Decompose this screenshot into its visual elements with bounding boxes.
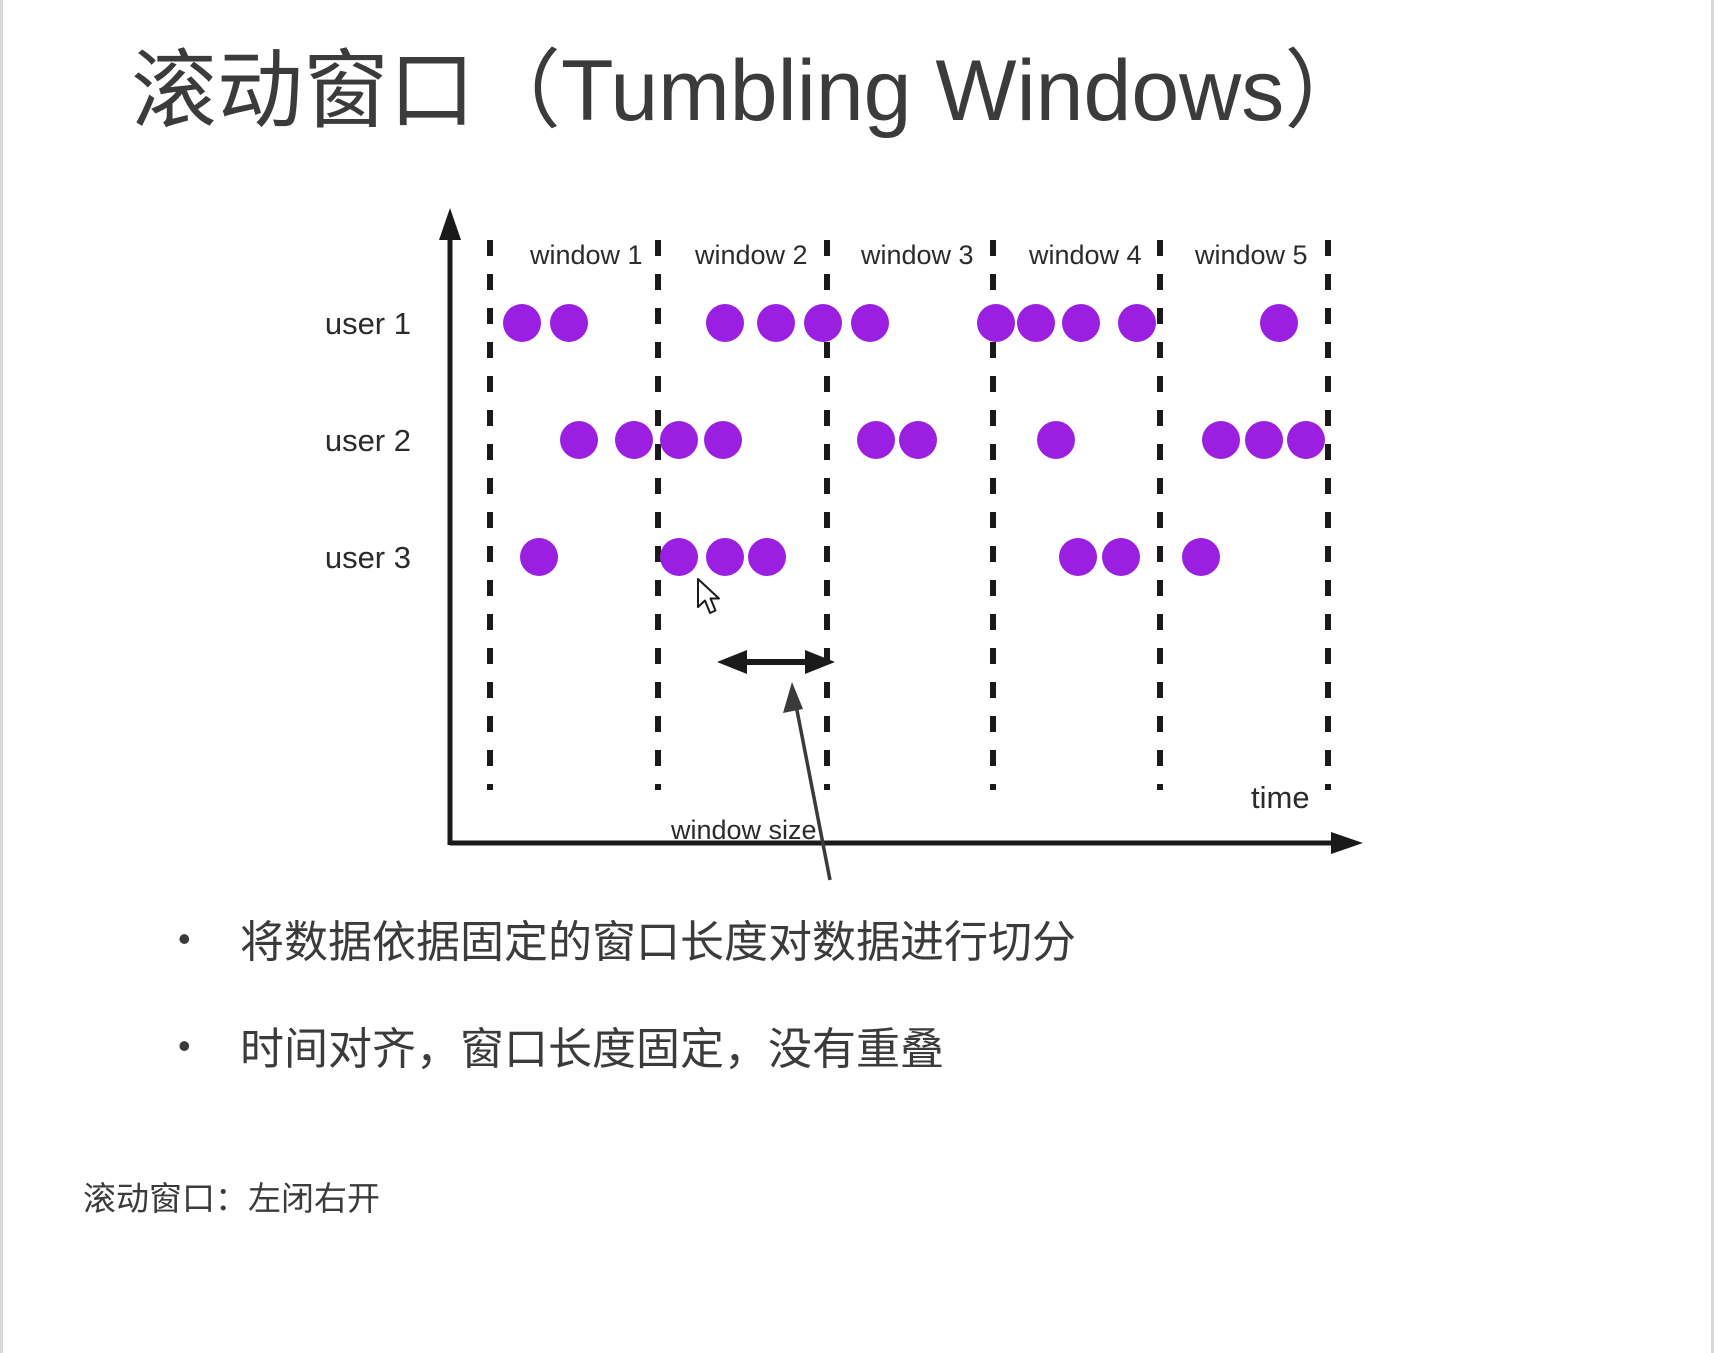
bullet-item: • 将数据依据固定的窗口长度对数据进行切分 xyxy=(178,915,1478,970)
event-dot xyxy=(1182,538,1220,576)
event-dot xyxy=(1118,304,1156,342)
bullet-marker-icon: • xyxy=(178,1025,191,1066)
window-label-4: window 4 xyxy=(1029,240,1142,270)
event-dot xyxy=(1017,304,1055,342)
window-boundaries xyxy=(487,240,1331,790)
y-axis xyxy=(439,208,461,845)
event-dot xyxy=(757,304,795,342)
event-dot xyxy=(550,304,588,342)
event-dot xyxy=(704,421,742,459)
event-dot xyxy=(1062,304,1100,342)
event-dot xyxy=(857,421,895,459)
window-size-label: window size xyxy=(671,815,817,845)
window-label-1: window 1 xyxy=(530,240,643,270)
event-dot xyxy=(520,538,558,576)
event-dot xyxy=(560,421,598,459)
event-dot xyxy=(706,304,744,342)
x-axis xyxy=(450,832,1363,854)
series-label-user-2: user 2 xyxy=(324,423,411,458)
event-dot xyxy=(1245,421,1283,459)
bullet-marker-icon: • xyxy=(178,918,191,959)
event-dot xyxy=(706,538,744,576)
window-label-5: window 5 xyxy=(1195,240,1308,270)
event-dot-layer xyxy=(3,0,1714,960)
event-dot xyxy=(748,538,786,576)
event-dot xyxy=(804,304,842,342)
event-dot xyxy=(1287,421,1325,459)
x-axis-label: time xyxy=(1251,780,1310,815)
window-label-3: window 3 xyxy=(861,240,974,270)
page-title: 滚动窗口（Tumbling Windows） xyxy=(131,43,1371,139)
event-dot xyxy=(1202,421,1240,459)
window-label-2: window 2 xyxy=(695,240,808,270)
bullet-item: • 时间对齐，窗口长度固定，没有重叠 xyxy=(178,1022,1478,1077)
window-size-arrow xyxy=(717,650,835,674)
tumbling-window-diagram: window 1 window 2 window 3 window 4 wind… xyxy=(3,0,1714,960)
event-dot xyxy=(1059,538,1097,576)
window-size-leader-line xyxy=(783,682,832,881)
event-dot xyxy=(1102,538,1140,576)
event-dot xyxy=(660,538,698,576)
series-label-user-3: user 3 xyxy=(324,540,411,575)
event-dot xyxy=(615,421,653,459)
event-dot xyxy=(977,304,1015,342)
event-dot xyxy=(660,421,698,459)
bullet-text: 时间对齐，窗口长度固定，没有重叠 xyxy=(240,1025,944,1074)
bullet-text: 将数据依据固定的窗口长度对数据进行切分 xyxy=(240,918,1076,967)
event-dot xyxy=(1260,304,1298,342)
diagram-svg xyxy=(439,208,1363,881)
event-dot xyxy=(851,304,889,342)
series-label-user-1: user 1 xyxy=(324,306,411,341)
footer-note: 滚动窗口：左闭右开 xyxy=(83,1180,380,1217)
bullet-list: • 将数据依据固定的窗口长度对数据进行切分 • 时间对齐，窗口长度固定，没有重叠 xyxy=(178,915,1478,1129)
event-dot xyxy=(899,421,937,459)
event-dot xyxy=(1037,421,1075,459)
event-dot xyxy=(503,304,541,342)
